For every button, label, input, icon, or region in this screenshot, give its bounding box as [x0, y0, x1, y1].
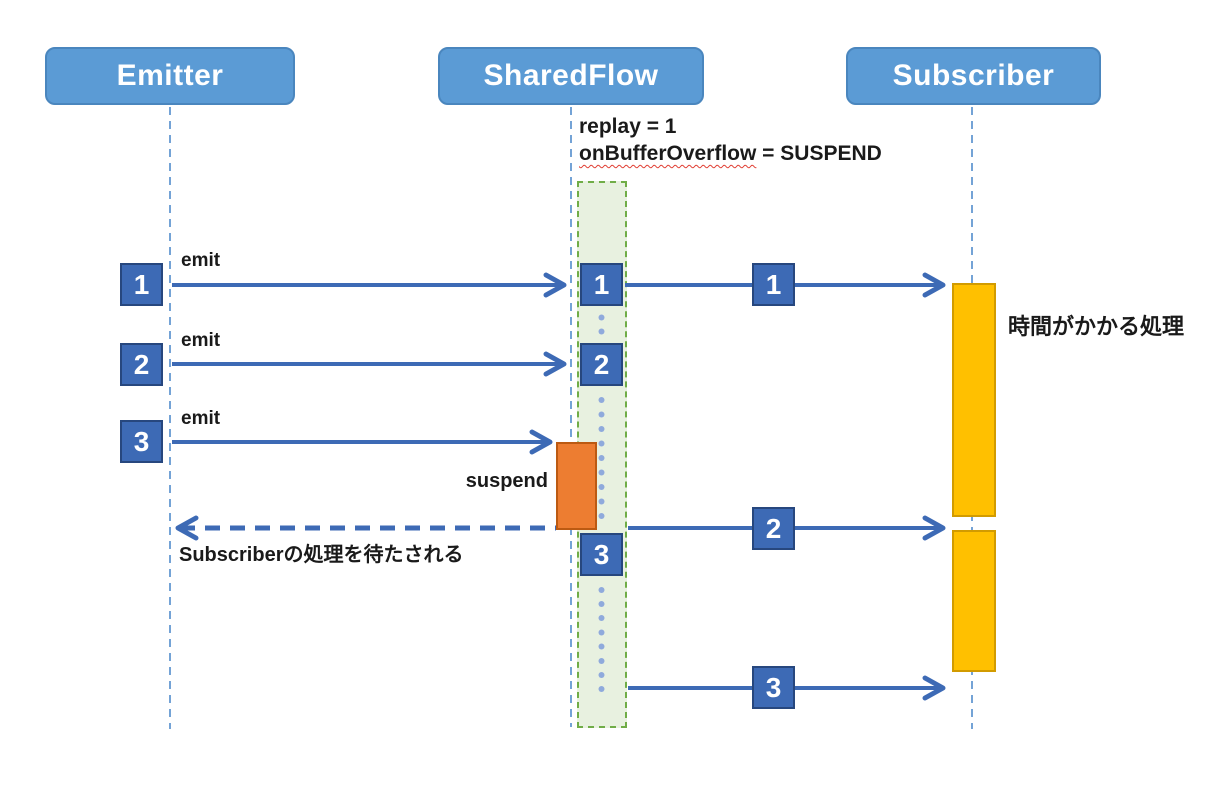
- buffer-slot-2: 2: [580, 343, 623, 386]
- delivery-value-box-2: 2: [752, 507, 795, 550]
- emit-label-3: emit: [181, 408, 221, 429]
- subscriber-activation-1: [952, 283, 996, 517]
- emit-value-box-2: 2: [120, 343, 163, 386]
- delivery-value-box-1: 1: [752, 263, 795, 306]
- buffer-dots: [598, 314, 605, 692]
- delivery-value-box-3: 3: [752, 666, 795, 709]
- subscriber-activation-2: [952, 530, 996, 672]
- suspend-label: suspend: [465, 470, 548, 492]
- emit-label-2: emit: [181, 330, 221, 351]
- buffer-slot-3: 3: [580, 533, 623, 576]
- emit-value-box-3: 3: [120, 420, 163, 463]
- actor-emitter-label: Emitter: [116, 59, 224, 92]
- actor-sharedflow: SharedFlow: [438, 47, 704, 105]
- actor-subscriber-label: Subscriber: [892, 59, 1055, 92]
- sharedflow-param-overflow-value: = SUSPEND: [756, 142, 882, 165]
- emit-label-1: emit: [181, 250, 221, 271]
- processing-note: 時間がかかる処理: [1008, 314, 1185, 339]
- sharedflow-param-overflow-name: onBufferOverflow: [579, 142, 757, 165]
- buffer-slot-1: 1: [580, 263, 623, 306]
- emit-value-box-1: 1: [120, 263, 163, 306]
- actor-sharedflow-label: SharedFlow: [483, 59, 659, 92]
- sharedflow-param-overflow: onBufferOverflow = SUSPEND: [579, 142, 882, 166]
- wait-note: Subscriberの処理を待たされる: [179, 544, 464, 566]
- actor-subscriber: Subscriber: [846, 47, 1101, 105]
- suspend-block: [556, 442, 597, 530]
- sharedflow-param-replay: replay = 1: [579, 115, 677, 138]
- actor-emitter: Emitter: [45, 47, 295, 105]
